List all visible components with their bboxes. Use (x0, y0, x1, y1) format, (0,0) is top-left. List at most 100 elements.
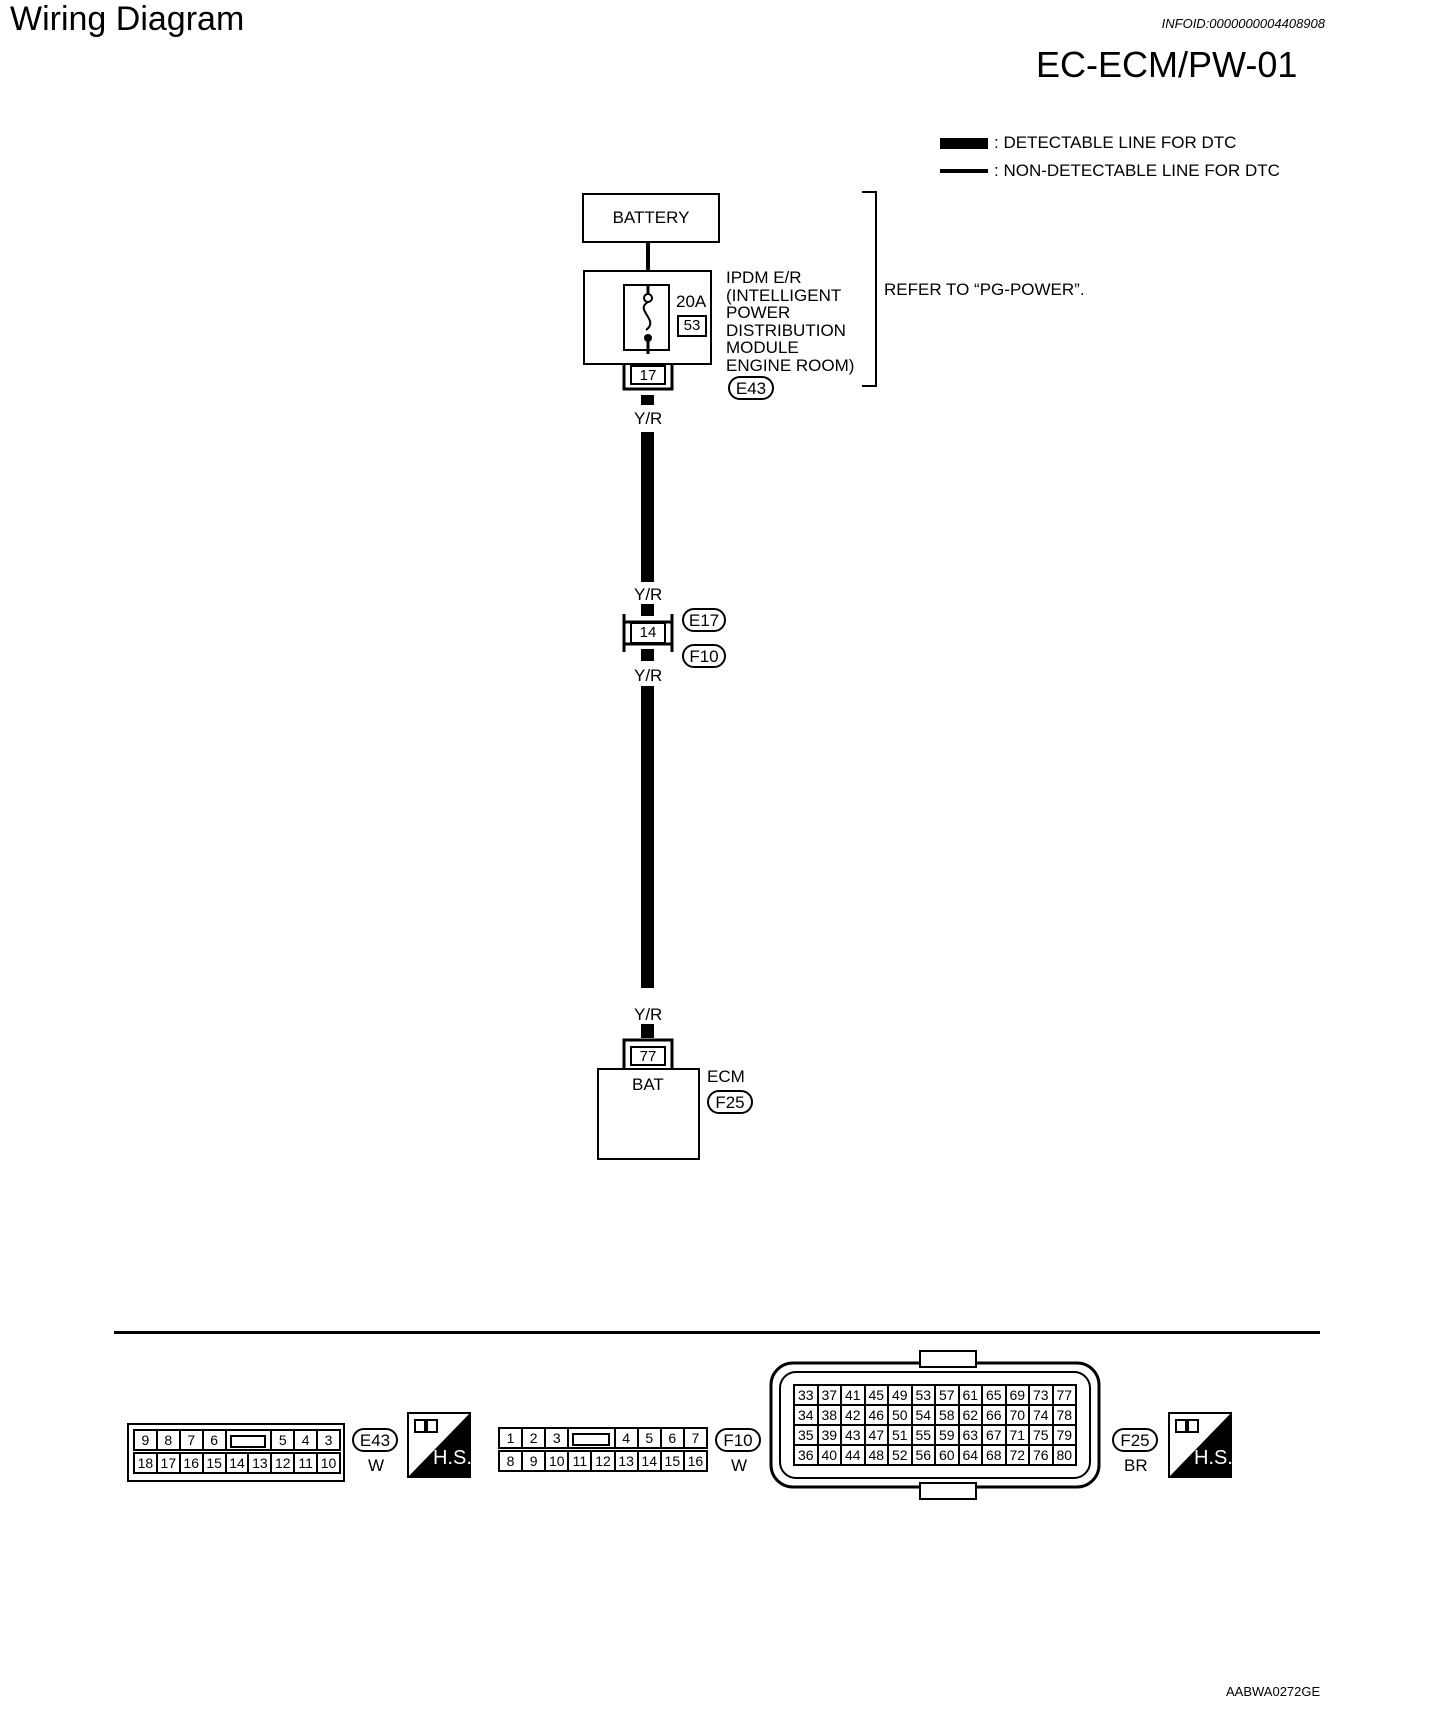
pin: 75 (1029, 1425, 1053, 1445)
ipdm-label-line: IPDM E/R (726, 268, 802, 287)
pin: 5 (637, 1428, 661, 1448)
connector-tag-f10: F10 (682, 644, 726, 668)
pin: 77 (1052, 1385, 1076, 1405)
pin: 78 (1052, 1405, 1076, 1425)
pin: 4 (294, 1430, 318, 1450)
pin: 63 (958, 1425, 982, 1445)
pin: 65 (982, 1385, 1006, 1405)
lock-tab (225, 1430, 272, 1450)
pin: 5 (271, 1430, 295, 1450)
pin: 73 (1029, 1385, 1053, 1405)
pin: 69 (1005, 1385, 1029, 1405)
pin: 72 (1005, 1445, 1029, 1465)
pin: 12 (591, 1451, 615, 1471)
pin: 49 (888, 1385, 912, 1405)
ecm-pin-77: 77 (630, 1046, 666, 1066)
wire-stub-joint-bottom (641, 649, 654, 661)
pin: 45 (864, 1385, 888, 1405)
wire-color-label: Y/R (634, 666, 663, 685)
pin: 51 (888, 1425, 912, 1445)
connector-tag-f10-face: F10 (715, 1428, 761, 1452)
pin: 53 (911, 1385, 935, 1405)
pin: 15 (202, 1453, 226, 1473)
wire-stub-top (641, 395, 654, 405)
ipdm-label-line: (INTELLIGENT (726, 285, 842, 305)
pin: 3 (545, 1428, 569, 1448)
connector-tag-e43-face: E43 (352, 1428, 398, 1452)
pin: 18 (134, 1453, 157, 1473)
thick-line-swatch (940, 137, 988, 149)
pin: 10 (545, 1451, 569, 1471)
pin: 36 (794, 1445, 818, 1465)
thin-line-swatch (940, 169, 988, 173)
pin: 52 (888, 1445, 912, 1465)
hs-badge-label: H.S. (433, 1447, 472, 1469)
ecm-box (597, 1068, 700, 1160)
pin: 9 (134, 1430, 157, 1450)
pin: 13 (248, 1453, 272, 1473)
connector-tag-e43: E43 (728, 376, 774, 400)
pin: 60 (935, 1445, 959, 1465)
pin: 70 (1005, 1405, 1029, 1425)
legend-detectable-label: : DETECTABLE LINE FOR DTC (994, 133, 1237, 152)
lock-tab (568, 1428, 615, 1448)
battery-box: BATTERY (582, 193, 720, 243)
pin: 47 (864, 1425, 888, 1445)
fuse-icon (642, 284, 653, 354)
connector-tag-e17: E17 (682, 608, 726, 632)
diagram-code: EC-ECM/PW-01 (1036, 44, 1298, 85)
connector-face-f10: 1 2 3 4 5 6 7 8 9 10 11 12 13 14 15 16 (498, 1427, 708, 1472)
pin: 38 (817, 1405, 841, 1425)
ecm-pin-connector (622, 1038, 674, 1070)
pin: 59 (935, 1425, 959, 1445)
wire-stub-joint-top (641, 604, 654, 616)
hs-badge-label: H.S. (1194, 1447, 1233, 1469)
pin: 8 (156, 1430, 180, 1450)
pin: 35 (794, 1425, 818, 1445)
pin: 14 (225, 1453, 249, 1473)
legend-detectable: : DETECTABLE LINE FOR DTC (940, 133, 1236, 153)
pin: 6 (202, 1430, 226, 1450)
wire-battery-ipdm (646, 243, 650, 271)
ipdm-label-line: DISTRIBUTION (726, 320, 846, 340)
pin: 68 (982, 1445, 1006, 1465)
legend-non-detectable-label: : NON-DETECTABLE LINE FOR DTC (994, 161, 1280, 180)
pin: 33 (794, 1385, 818, 1405)
pin: 71 (1005, 1425, 1029, 1445)
pin: 39 (817, 1425, 841, 1445)
connector-color-f10: W (731, 1456, 748, 1475)
wire-stub-ecm (641, 1024, 654, 1038)
connector-tag-f25-face: F25 (1112, 1428, 1158, 1452)
ecm-label: ECM (707, 1067, 745, 1086)
hs-badge-icon (1168, 1412, 1232, 1478)
wire-color-label: Y/R (634, 585, 663, 604)
pin: 1 (499, 1428, 523, 1448)
pin: 13 (614, 1451, 638, 1471)
pin: 61 (958, 1385, 982, 1405)
refer-text: REFER TO “PG-POWER”. (884, 280, 1085, 299)
pin: 14 (637, 1451, 661, 1471)
ipdm-pin-connector (622, 365, 674, 391)
pin-grid: 9 8 7 6 5 4 3 (133, 1429, 341, 1451)
pin: 62 (958, 1405, 982, 1425)
wire-color-label: Y/R (634, 1005, 663, 1024)
pin: 34 (794, 1405, 818, 1425)
pin: 40 (817, 1445, 841, 1465)
ecm-terminal-label: BAT (632, 1075, 664, 1094)
pin: 3 (317, 1430, 340, 1450)
pin: 17 (156, 1453, 180, 1473)
pin: 6 (660, 1428, 684, 1448)
pin: 57 (935, 1385, 959, 1405)
wire-color-label: Y/R (634, 409, 663, 428)
pin: 67 (982, 1425, 1006, 1445)
pin: 8 (499, 1451, 523, 1471)
info-id: INFOID:0000000004408908 (1161, 16, 1325, 31)
pin: 80 (1052, 1445, 1076, 1465)
pin: 43 (841, 1425, 865, 1445)
pin: 44 (841, 1445, 865, 1465)
pin: 42 (841, 1405, 865, 1425)
pin: 37 (817, 1385, 841, 1405)
joint-pin-14: 14 (630, 622, 666, 644)
pin: 4 (614, 1428, 638, 1448)
pin: 58 (935, 1405, 959, 1425)
